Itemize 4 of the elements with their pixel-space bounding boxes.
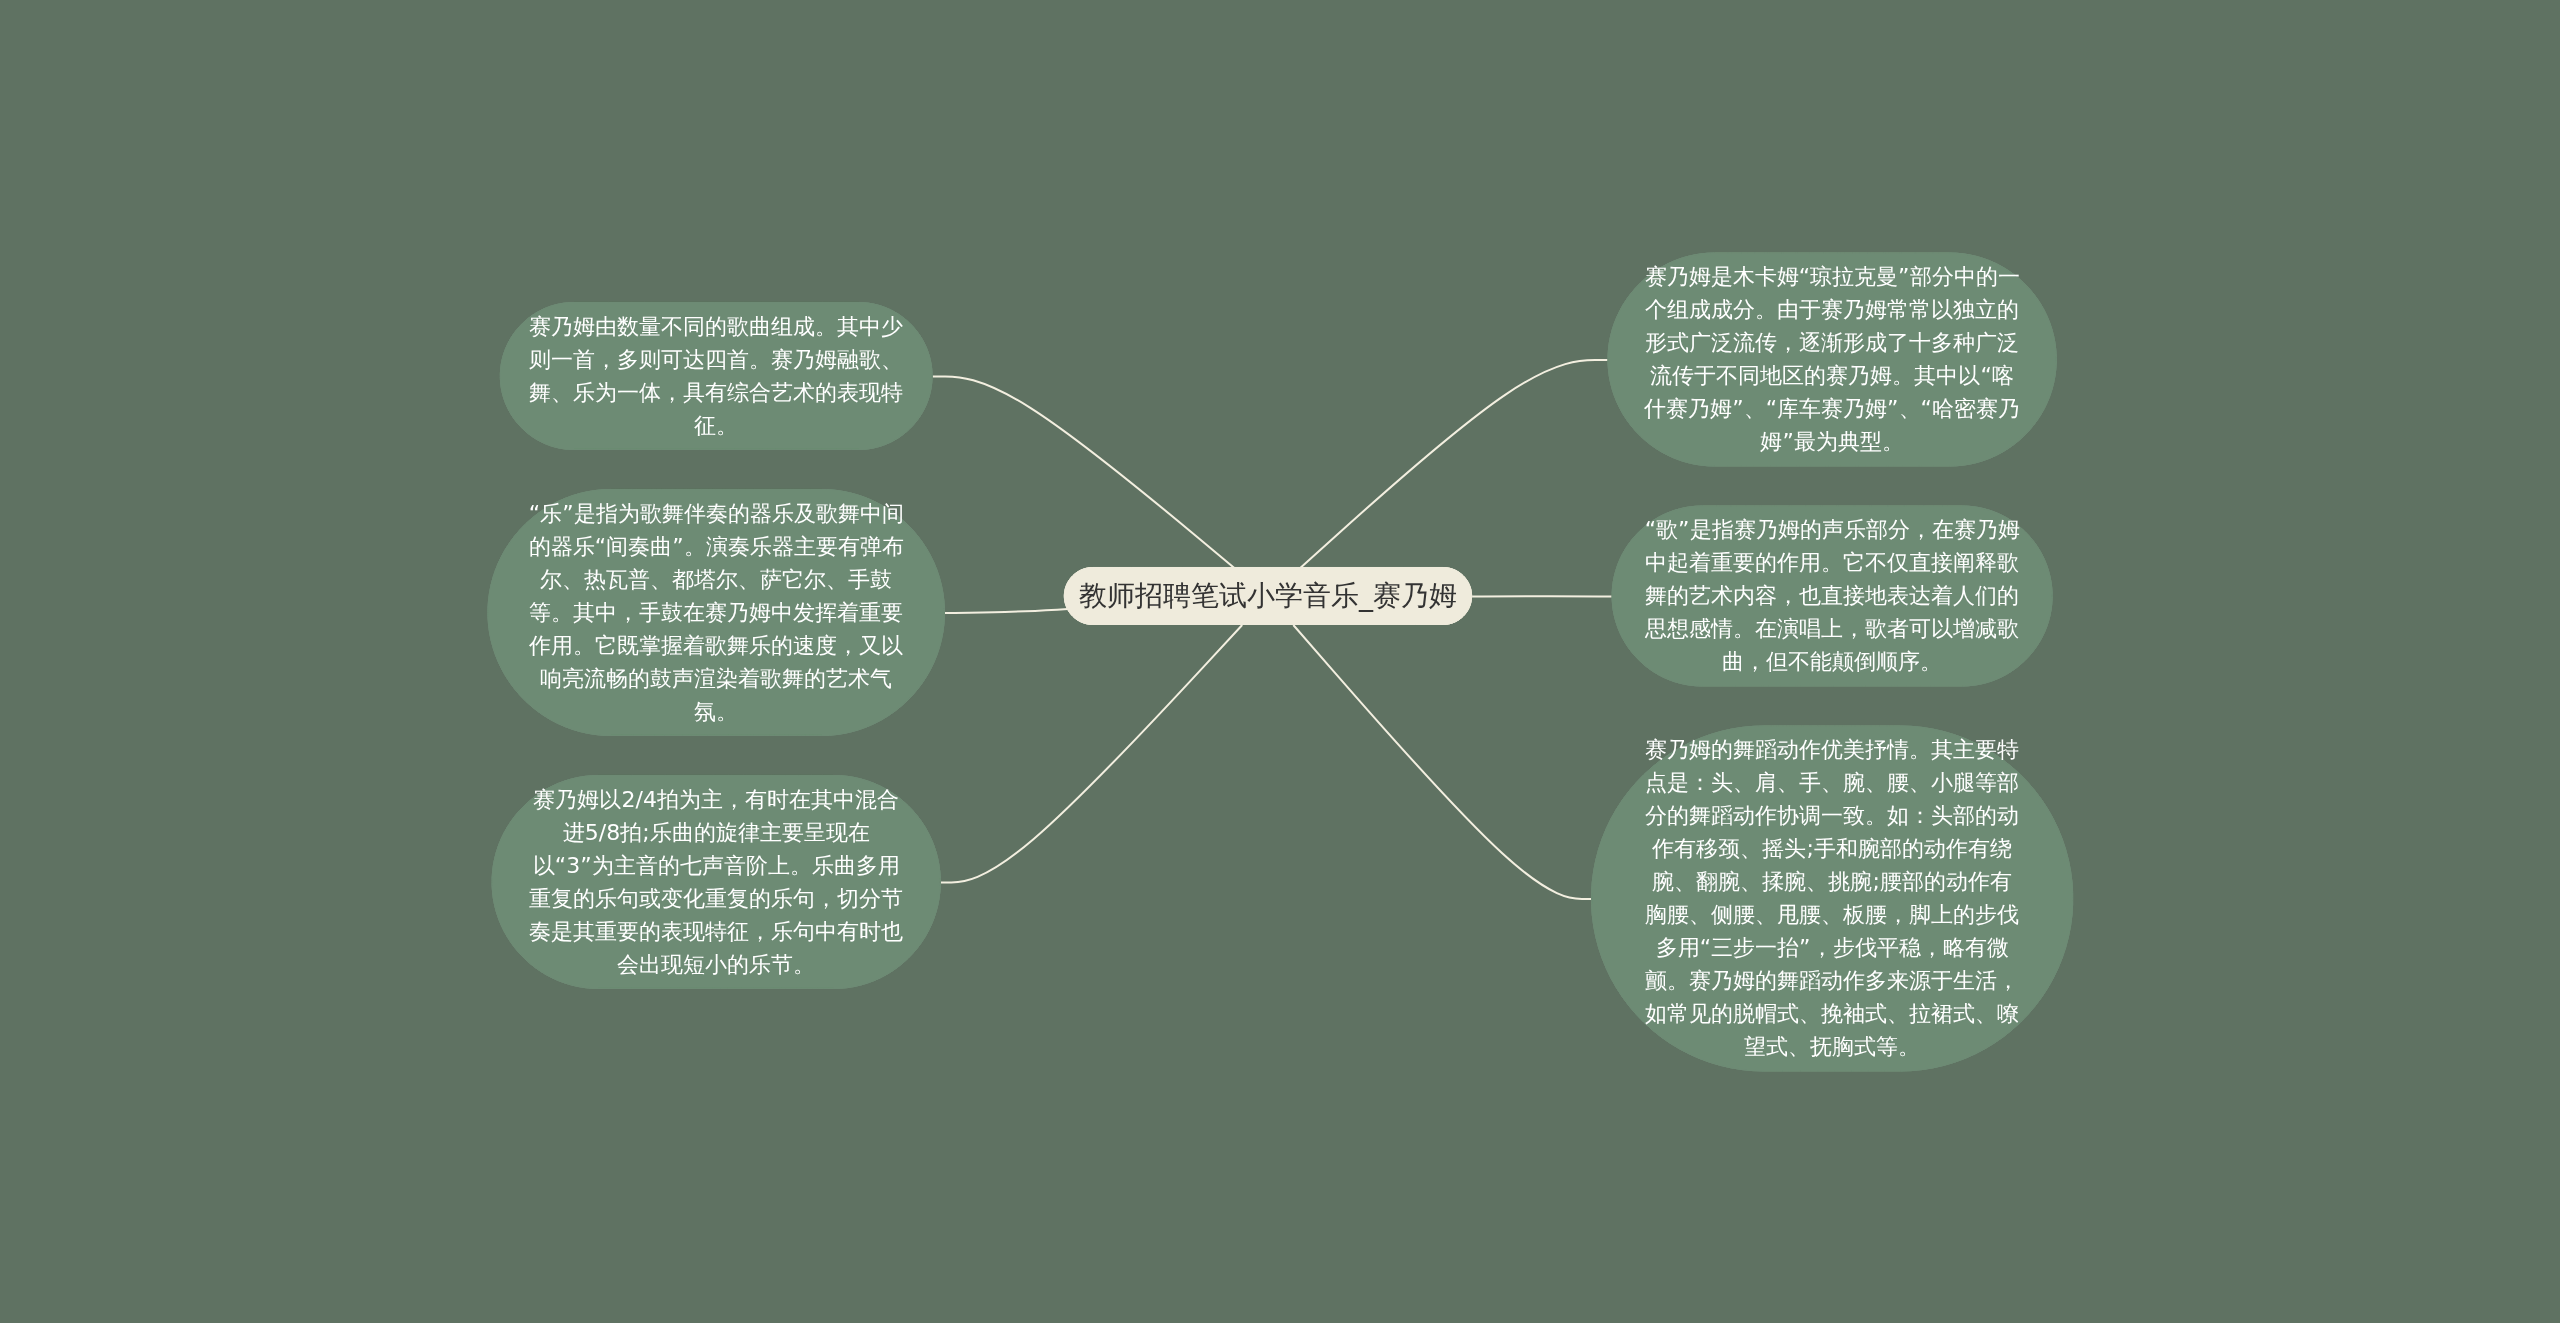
connector	[943, 607, 1069, 614]
connector	[1470, 594, 1614, 597]
connector	[1292, 623, 1593, 900]
connector	[939, 623, 1243, 883]
